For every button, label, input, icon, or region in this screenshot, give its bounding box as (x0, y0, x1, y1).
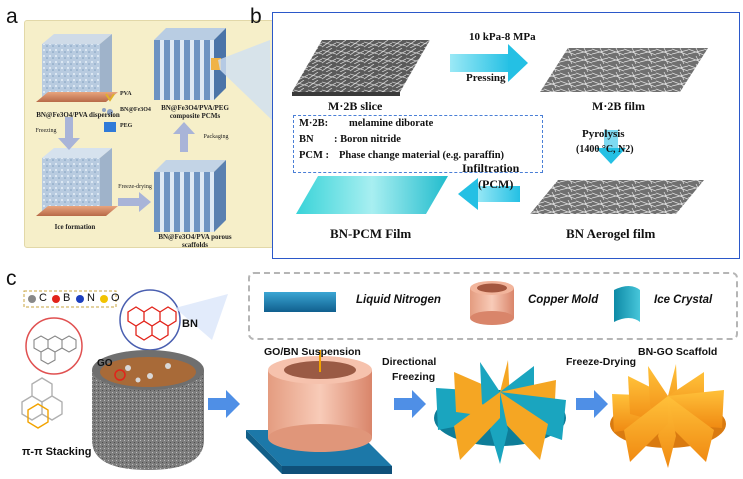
ice-crystal-label: Ice Crystal (654, 294, 712, 306)
bn-label: BN (182, 318, 198, 330)
arrow-3 (576, 390, 608, 418)
atom-o-label: O (111, 292, 120, 304)
freezing-setup (246, 350, 392, 474)
freeze-drying-c-label: Freeze-Drying (566, 356, 636, 368)
atom-c-label: C (39, 292, 47, 304)
copper-mold-label: Copper Mold (528, 294, 598, 306)
arrow-2 (394, 390, 426, 418)
atom-n-label: N (87, 292, 95, 304)
ice-crystal-icon (614, 286, 640, 322)
liquid-nitrogen-label: Liquid Nitrogen (356, 294, 441, 306)
go-label: GO (97, 358, 113, 369)
suspension-label: GO/BN Suspension (264, 346, 361, 358)
carbon-atom-icon (28, 295, 36, 303)
arrow-1 (208, 390, 240, 418)
atom-b-label: B (63, 292, 70, 304)
pi-pi-stacking-label: π-π Stacking (22, 446, 91, 458)
bn-lattice-icon (120, 290, 228, 350)
directional-label: Directional (382, 356, 436, 368)
oxygen-atom-icon (100, 295, 108, 303)
liquid-nitrogen-icon (264, 292, 336, 312)
nitrogen-atom-icon (76, 295, 84, 303)
freezing-c-label: Freezing (392, 371, 435, 383)
boron-atom-icon (52, 295, 60, 303)
bn-go-scaffold (610, 364, 726, 468)
copper-mold-icon (470, 281, 514, 325)
frozen-scaffold (434, 360, 566, 464)
pi-pi-stacking-icon (22, 378, 62, 428)
bn-go-scaffold-label: BN-GO Scaffold (638, 346, 717, 358)
go-lattice-icon (26, 318, 82, 374)
